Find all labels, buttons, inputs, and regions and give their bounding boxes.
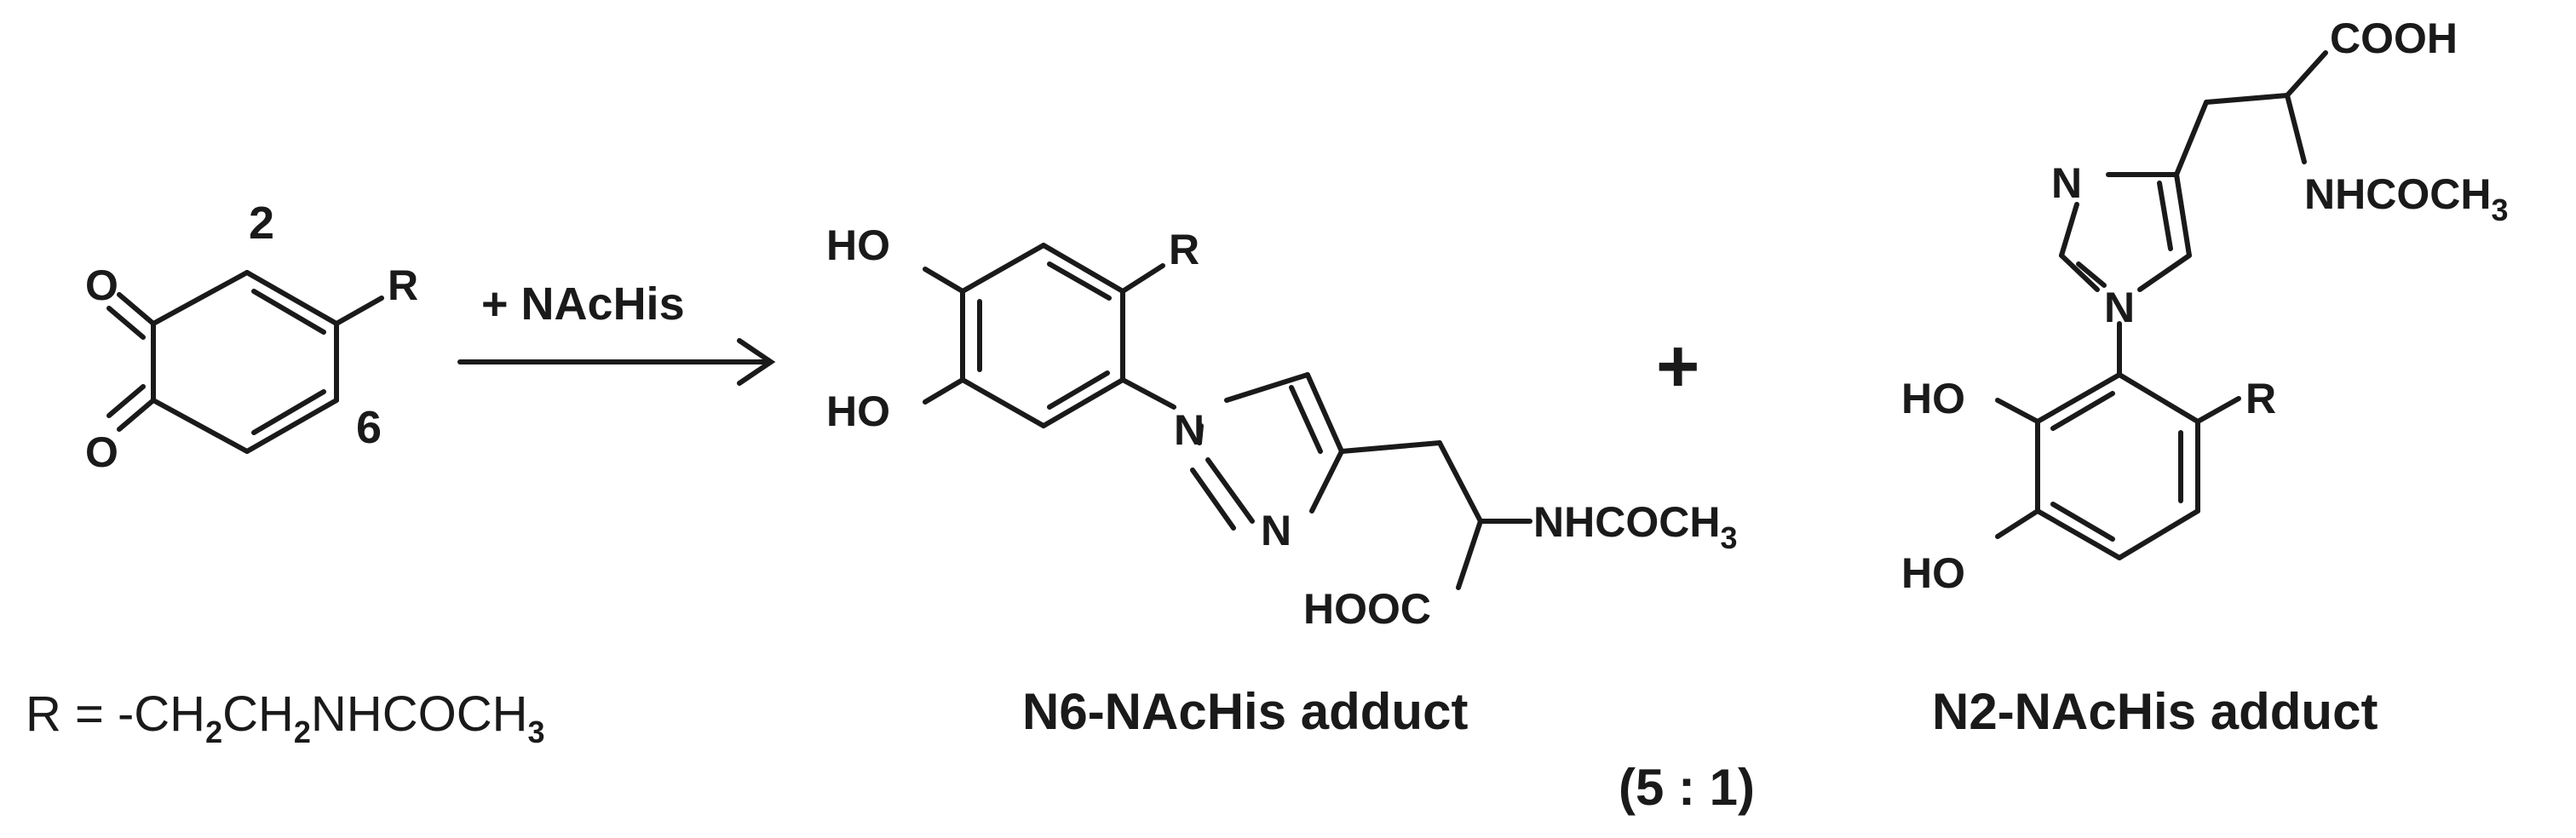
hydroxyl-bottom: HO <box>826 387 890 435</box>
imidazole-n3: N <box>1261 507 1291 554</box>
imidazole-bond <box>2137 253 2192 292</box>
acetamide-label: NHCOCH3 <box>1533 498 1737 555</box>
carbonyl-bond-top <box>117 292 156 326</box>
ring-bond <box>2117 508 2200 560</box>
aryl-nitrogen-bond <box>1120 377 1176 410</box>
product-ratio: (5 : 1) <box>1619 759 1755 816</box>
double-bond <box>2050 391 2115 431</box>
r-group: R <box>2245 375 2276 422</box>
alpha-carbon-bond <box>2204 93 2290 105</box>
imidazole-double-bond <box>2157 181 2173 251</box>
alpha-carbon-bond <box>1437 440 1483 524</box>
ring-bond <box>2035 508 2122 560</box>
product-n6-structure: HO HO R N N NHCOCH3 HOOC <box>826 221 1737 633</box>
nh-bond <box>2285 93 2307 164</box>
imidazole-bond <box>2059 202 2079 258</box>
hydroxyl-bond-bottom <box>923 377 965 405</box>
carbonyl-bond-bottom <box>106 384 146 418</box>
carboxyl-label: COOH <box>2330 14 2458 62</box>
reactant-quinone: O O R 2 6 <box>85 198 418 476</box>
r-group-definition: R = -CH2CH2NHCOCH3 <box>26 686 545 749</box>
imidazole-double-bond <box>1289 385 1323 454</box>
imidazole-bond <box>1309 449 1344 514</box>
hydroxyl-top: HO <box>826 221 890 269</box>
plus-sign: + <box>1656 324 1699 408</box>
ring-bond <box>960 377 1046 428</box>
imidazole-n1: N <box>1174 406 1205 454</box>
imidazole-bond <box>2059 253 2100 292</box>
double-bond-c2-c3 <box>251 289 326 335</box>
acetamide-label: NHCOCH3 <box>2304 170 2508 227</box>
hydroxyl-bottom: HO <box>1901 549 1965 597</box>
ring-bond <box>1041 377 1125 428</box>
carboxyl-label: HOOC <box>1303 585 1431 633</box>
hydroxyl-top: HO <box>1901 375 1965 422</box>
r-group: R <box>388 261 418 309</box>
r-bond <box>1120 263 1165 294</box>
oxygen-top: O <box>85 261 118 309</box>
position-2-label: 2 <box>249 198 274 249</box>
position-6-label: 6 <box>356 402 382 453</box>
product-n2-name: N2-NAcHis adduct <box>1932 683 2378 740</box>
cooh-bond <box>2285 50 2328 98</box>
carbonyl-bond-bottom <box>117 398 156 432</box>
imidazole-bond <box>2174 172 2192 258</box>
reaction-arrow <box>457 338 776 386</box>
product-n6-name: N6-NAcHis adduct <box>1022 683 1468 740</box>
ring-bond <box>2117 372 2200 424</box>
hydroxyl-bond-top <box>1995 398 2040 424</box>
ring-bond <box>244 398 339 454</box>
r-bond <box>334 296 384 326</box>
ch2-bond <box>1339 440 1442 454</box>
double-bond <box>2050 502 2115 542</box>
imidazole-n1: N <box>2104 284 2135 331</box>
imidazole-bond <box>1305 372 1344 454</box>
oxygen-bottom: O <box>85 428 118 476</box>
imidazole-bond <box>1197 423 1204 445</box>
double-bond <box>1047 261 1112 301</box>
double-bond-c5-c6 <box>251 389 326 435</box>
ring-bond <box>1041 243 1125 294</box>
imidazole-bond <box>1224 372 1310 403</box>
ch2-bond <box>2174 100 2209 177</box>
reagent-label: + NAcHis <box>481 278 685 330</box>
ring-bond <box>151 398 250 454</box>
imidazole-n3: N <box>2051 159 2082 207</box>
double-bond <box>1047 370 1110 410</box>
ring-bond <box>2035 372 2122 424</box>
r-group: R <box>1169 226 1199 273</box>
r-bond <box>2195 396 2241 424</box>
ring-bond <box>244 270 339 326</box>
imidazole-double-bond <box>2076 261 2107 288</box>
hydroxyl-bond-bottom <box>1995 508 2040 539</box>
carbonyl-bond-top <box>106 306 146 340</box>
ring-bond <box>151 270 250 326</box>
imidazole-double-bond <box>1190 468 1236 531</box>
ring-bond <box>960 243 1046 294</box>
cooh-bond <box>1456 519 1483 590</box>
product-n2-structure: COOH N N NHCOCH3 HO HO R <box>1901 14 2508 597</box>
hydroxyl-bond-top <box>923 267 965 294</box>
imidazole-bond <box>1205 457 1255 524</box>
arrow-head <box>737 338 776 386</box>
